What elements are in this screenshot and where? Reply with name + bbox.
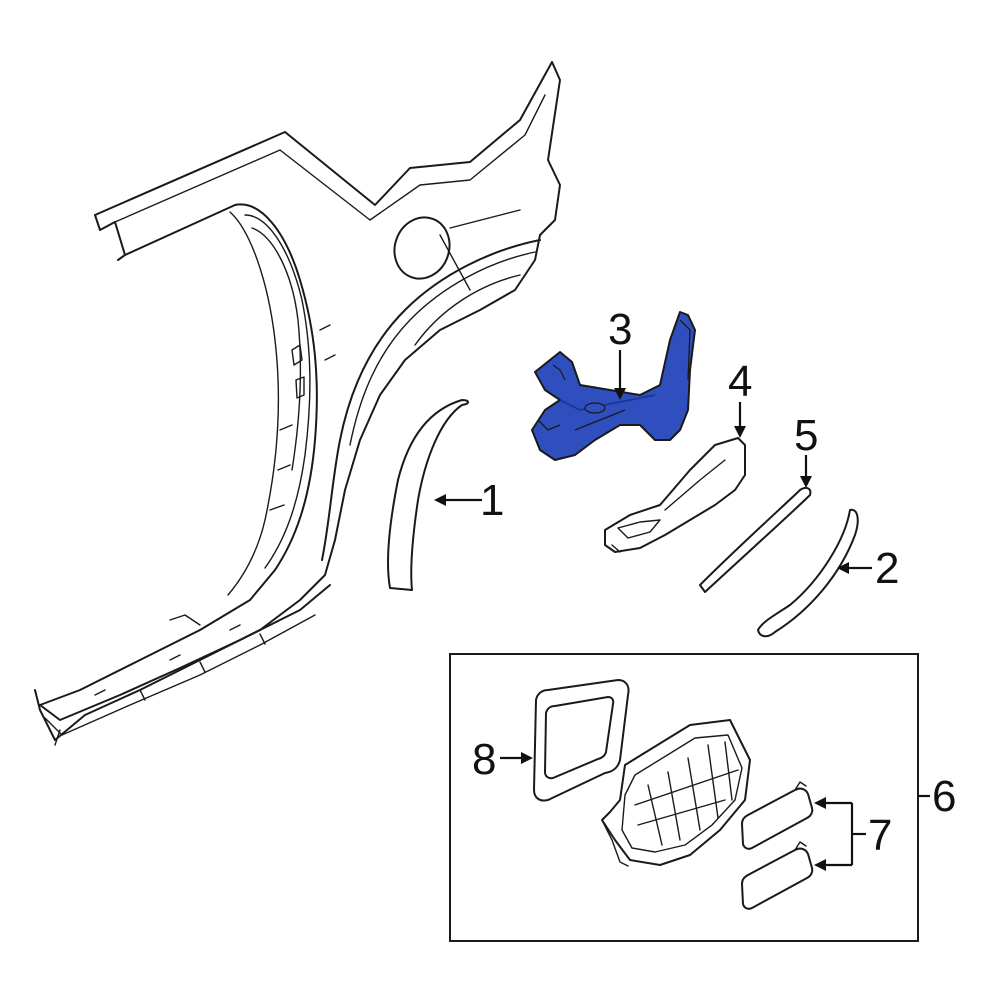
callout-5: 5 [794, 411, 818, 460]
callout-6: 6 [932, 772, 956, 821]
callout-3: 3 [608, 305, 632, 354]
quarter-panel [34, 61, 561, 746]
fuel-door-housing [601, 719, 751, 867]
part-1-arch-molding [386, 399, 469, 591]
callout-1: 1 [480, 476, 504, 525]
part-5-molding-strip [699, 486, 812, 593]
part-2-outer-molding [757, 508, 859, 638]
part-7-clip-lower [741, 841, 814, 910]
callout-4: 4 [728, 357, 752, 406]
callout-8: 8 [472, 735, 496, 784]
callout-2: 2 [875, 544, 899, 593]
callout-arrows-top [434, 350, 872, 574]
part-8-gasket [533, 679, 630, 802]
part-4-splash-shield [604, 437, 746, 553]
part-7-clip-upper [741, 781, 814, 850]
kit-box [449, 653, 930, 942]
callout-7: 7 [868, 811, 892, 860]
callout-7-bracket [814, 797, 866, 871]
